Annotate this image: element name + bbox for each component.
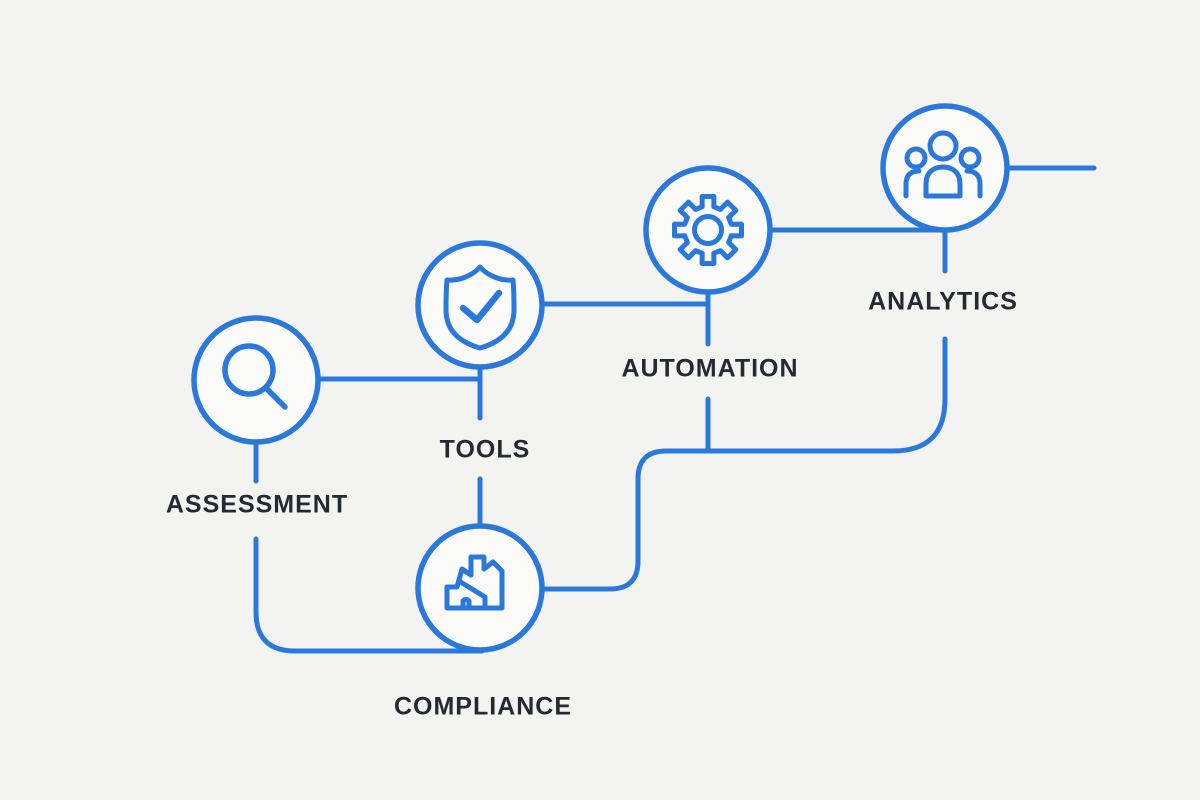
assessment-node-circle bbox=[191, 315, 321, 445]
building-icon bbox=[444, 554, 505, 611]
connector-compliance-to-analytics bbox=[539, 336, 948, 592]
automation-label: AUTOMATION bbox=[621, 354, 799, 383]
compliance-node-circle bbox=[415, 523, 545, 653]
tools-label: TOOLS bbox=[439, 435, 531, 464]
people-group-icon bbox=[903, 130, 983, 199]
assessment-label: ASSESSMENT bbox=[165, 490, 349, 519]
shield-check-icon bbox=[443, 264, 517, 351]
gear-icon bbox=[672, 194, 744, 266]
tools-node-circle bbox=[415, 240, 545, 370]
node-circles bbox=[191, 103, 1010, 653]
automation-node-circle bbox=[643, 165, 773, 295]
compliance-label: COMPLIANCE bbox=[393, 692, 573, 721]
analytics-label: ANALYTICS bbox=[868, 287, 1018, 316]
connector-assessment-to-compliance-bottom bbox=[253, 536, 485, 654]
magnifier-icon bbox=[222, 343, 288, 410]
connectors bbox=[253, 165, 1097, 654]
